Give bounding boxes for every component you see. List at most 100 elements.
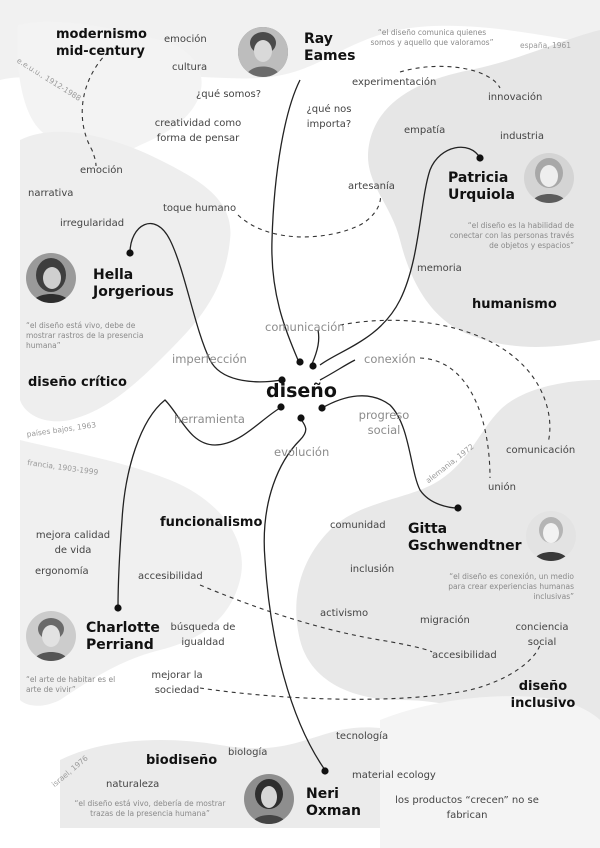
quote-ray: “el diseño comunica quienes somos y aque… bbox=[362, 28, 502, 48]
keyword-mejora-line2: de vida bbox=[26, 543, 120, 558]
movement-modernismo-line1: modernismo bbox=[56, 26, 142, 43]
keyword-naturaleza: naturaleza bbox=[106, 779, 159, 790]
quote-neri: “el diseño está vivo, debería de mostrar… bbox=[62, 799, 238, 819]
quote-patricia-line3: de objetos y espacios” bbox=[440, 241, 574, 251]
keyword-migracion: migración bbox=[420, 615, 470, 626]
keyword-memoria: memoria bbox=[417, 263, 462, 274]
patricia-last-name: Urquiola bbox=[448, 187, 515, 204]
line-ray bbox=[272, 80, 300, 360]
keyword-accesibilidad-right: accesibilidad bbox=[432, 650, 497, 661]
keyword-toque-humano: toque humano bbox=[163, 203, 236, 214]
designer-hella-jorgerious: Hella Jorgerious bbox=[93, 267, 174, 301]
movement-modernismo-line2: mid-century bbox=[56, 43, 142, 60]
keyword-conciencia-social: conciencia social bbox=[506, 620, 578, 650]
keyword-creatividad-line1: creatividad como bbox=[148, 116, 248, 131]
neri-first-name: Neri bbox=[306, 786, 361, 803]
quote-ray-line1: “el diseño comunica quienes bbox=[362, 28, 502, 38]
quote-patricia-line1: “el diseño es la habilidad de bbox=[440, 221, 574, 231]
keyword-creatividad-line2: forma de pensar bbox=[148, 131, 248, 146]
keyword-empatia: empatía bbox=[404, 125, 445, 136]
avatar-gitta-gschwendtner bbox=[526, 511, 576, 561]
neri-last-name: Oxman bbox=[306, 803, 361, 820]
portrait-icon bbox=[26, 253, 76, 303]
ray-first-name: Ray bbox=[304, 31, 355, 48]
keyword-narrativa: narrativa bbox=[28, 188, 73, 199]
keyword-conciencia-line2: social bbox=[506, 635, 578, 650]
hella-last-name: Jorgerious bbox=[93, 284, 174, 301]
charlotte-last-name: Perriand bbox=[86, 637, 160, 654]
quote-charlotte: “el arte de habitar es el arte de vivir” bbox=[26, 675, 115, 695]
keyword-emocion-left: emoción bbox=[80, 165, 123, 176]
designer-neri-oxman: Neri Oxman bbox=[306, 786, 361, 820]
location-patricia: españa, 1961 bbox=[520, 41, 571, 50]
movement-diseno-inclusivo: diseño inclusivo bbox=[508, 678, 578, 712]
hub-imperfeccion: imperfección bbox=[172, 352, 247, 366]
hub-evolucion: evolución bbox=[274, 445, 329, 459]
keyword-busqueda-igualdad: búsqueda de igualdad bbox=[168, 620, 238, 650]
keyword-artesania: artesanía bbox=[348, 181, 395, 192]
keyword-busqueda-line1: búsqueda de bbox=[168, 620, 238, 635]
keyword-material-ecology: material ecology bbox=[352, 770, 436, 781]
portrait-icon bbox=[244, 774, 294, 824]
quote-charlotte-line1: “el arte de habitar es el bbox=[26, 675, 115, 685]
keyword-biologia: biología bbox=[228, 747, 267, 758]
quote-gitta: “el diseño es conexión, un medio para cr… bbox=[436, 572, 574, 602]
avatar-neri-oxman bbox=[244, 774, 294, 824]
avatar-patricia-urquiola bbox=[524, 153, 574, 203]
hub-herramienta: herramienta bbox=[174, 412, 245, 426]
keyword-mejora-calidad: mejora calidad de vida bbox=[26, 528, 120, 558]
keyword-inclusion: inclusión bbox=[350, 564, 394, 575]
designer-charlotte-perriand: Charlotte Perriand bbox=[86, 620, 160, 654]
charlotte-first-name: Charlotte bbox=[86, 620, 160, 637]
keyword-mejorar-line1: mejorar la bbox=[146, 668, 208, 683]
keyword-productos-crecen: los productos “crecen” no se fabrican bbox=[384, 793, 550, 823]
keyword-productos-line1: los productos “crecen” no se bbox=[384, 793, 550, 808]
keyword-ergonomia: ergonomía bbox=[35, 566, 89, 577]
movement-diseno-inclusivo-line2: inclusivo bbox=[508, 695, 578, 712]
movement-modernismo: modernismo mid-century bbox=[56, 26, 142, 60]
keyword-industria: industria bbox=[500, 131, 544, 142]
line-hub-conexion bbox=[320, 360, 355, 380]
keyword-comunidad: comunidad bbox=[330, 520, 386, 531]
keyword-conciencia-line1: conciencia bbox=[506, 620, 578, 635]
keyword-mejorar-line2: sociedad bbox=[146, 683, 208, 698]
keyword-irregularidad: irregularidad bbox=[60, 218, 124, 229]
portrait-icon bbox=[26, 611, 76, 661]
movement-diseno-inclusivo-line1: diseño bbox=[508, 678, 578, 695]
quote-gitta-line1: “el diseño es conexión, un medio bbox=[436, 572, 574, 582]
quote-gitta-line2: para crear experiencias humanas bbox=[436, 582, 574, 592]
hub-conexion: conexión bbox=[364, 352, 416, 366]
quote-neri-line2: trazas de la presencia humana” bbox=[62, 809, 238, 819]
keyword-mejorar-sociedad: mejorar la sociedad bbox=[146, 668, 208, 698]
line-hub-comunicacion bbox=[312, 330, 319, 364]
hub-progreso: progreso bbox=[352, 408, 416, 423]
keyword-creatividad: creatividad como forma de pensar bbox=[148, 116, 248, 146]
quote-neri-line1: “el diseño está vivo, debería de mostrar bbox=[62, 799, 238, 809]
designer-patricia-urquiola: Patricia Urquiola bbox=[448, 170, 515, 204]
keyword-comunicacion-right: comunicación bbox=[506, 445, 575, 456]
keyword-mejora-line1: mejora calidad bbox=[26, 528, 120, 543]
portrait-icon bbox=[526, 511, 576, 561]
keyword-que-nos-importa: ¿qué nos importa? bbox=[298, 102, 360, 132]
quote-charlotte-line2: arte de vivir” bbox=[26, 685, 115, 695]
patricia-first-name: Patricia bbox=[448, 170, 515, 187]
quote-hella-line1: “el diseño está vivo, debe de bbox=[26, 321, 143, 331]
movement-diseno-critico: diseño crítico bbox=[28, 375, 127, 390]
portrait-icon bbox=[524, 153, 574, 203]
keyword-que-nos-line2: importa? bbox=[298, 117, 360, 132]
gitta-last-name: Gschwendtner bbox=[408, 538, 522, 555]
keyword-busqueda-line2: igualdad bbox=[168, 635, 238, 650]
avatar-ray-eames bbox=[238, 27, 288, 77]
hella-first-name: Hella bbox=[93, 267, 174, 284]
hub-social: social bbox=[352, 423, 416, 438]
movement-humanismo: humanismo bbox=[472, 297, 557, 312]
keyword-que-nos-line1: ¿qué nos bbox=[298, 102, 360, 117]
quote-patricia-line2: conectar con las personas través bbox=[440, 231, 574, 241]
hub-comunicacion: comunicación bbox=[265, 320, 345, 334]
movement-biodiseno: biodiseño bbox=[146, 753, 217, 768]
avatar-charlotte-perriand bbox=[26, 611, 76, 661]
quote-patricia: “el diseño es la habilidad de conectar c… bbox=[440, 221, 574, 251]
keyword-emocion-top: emoción bbox=[164, 34, 207, 45]
ray-last-name: Eames bbox=[304, 48, 355, 65]
